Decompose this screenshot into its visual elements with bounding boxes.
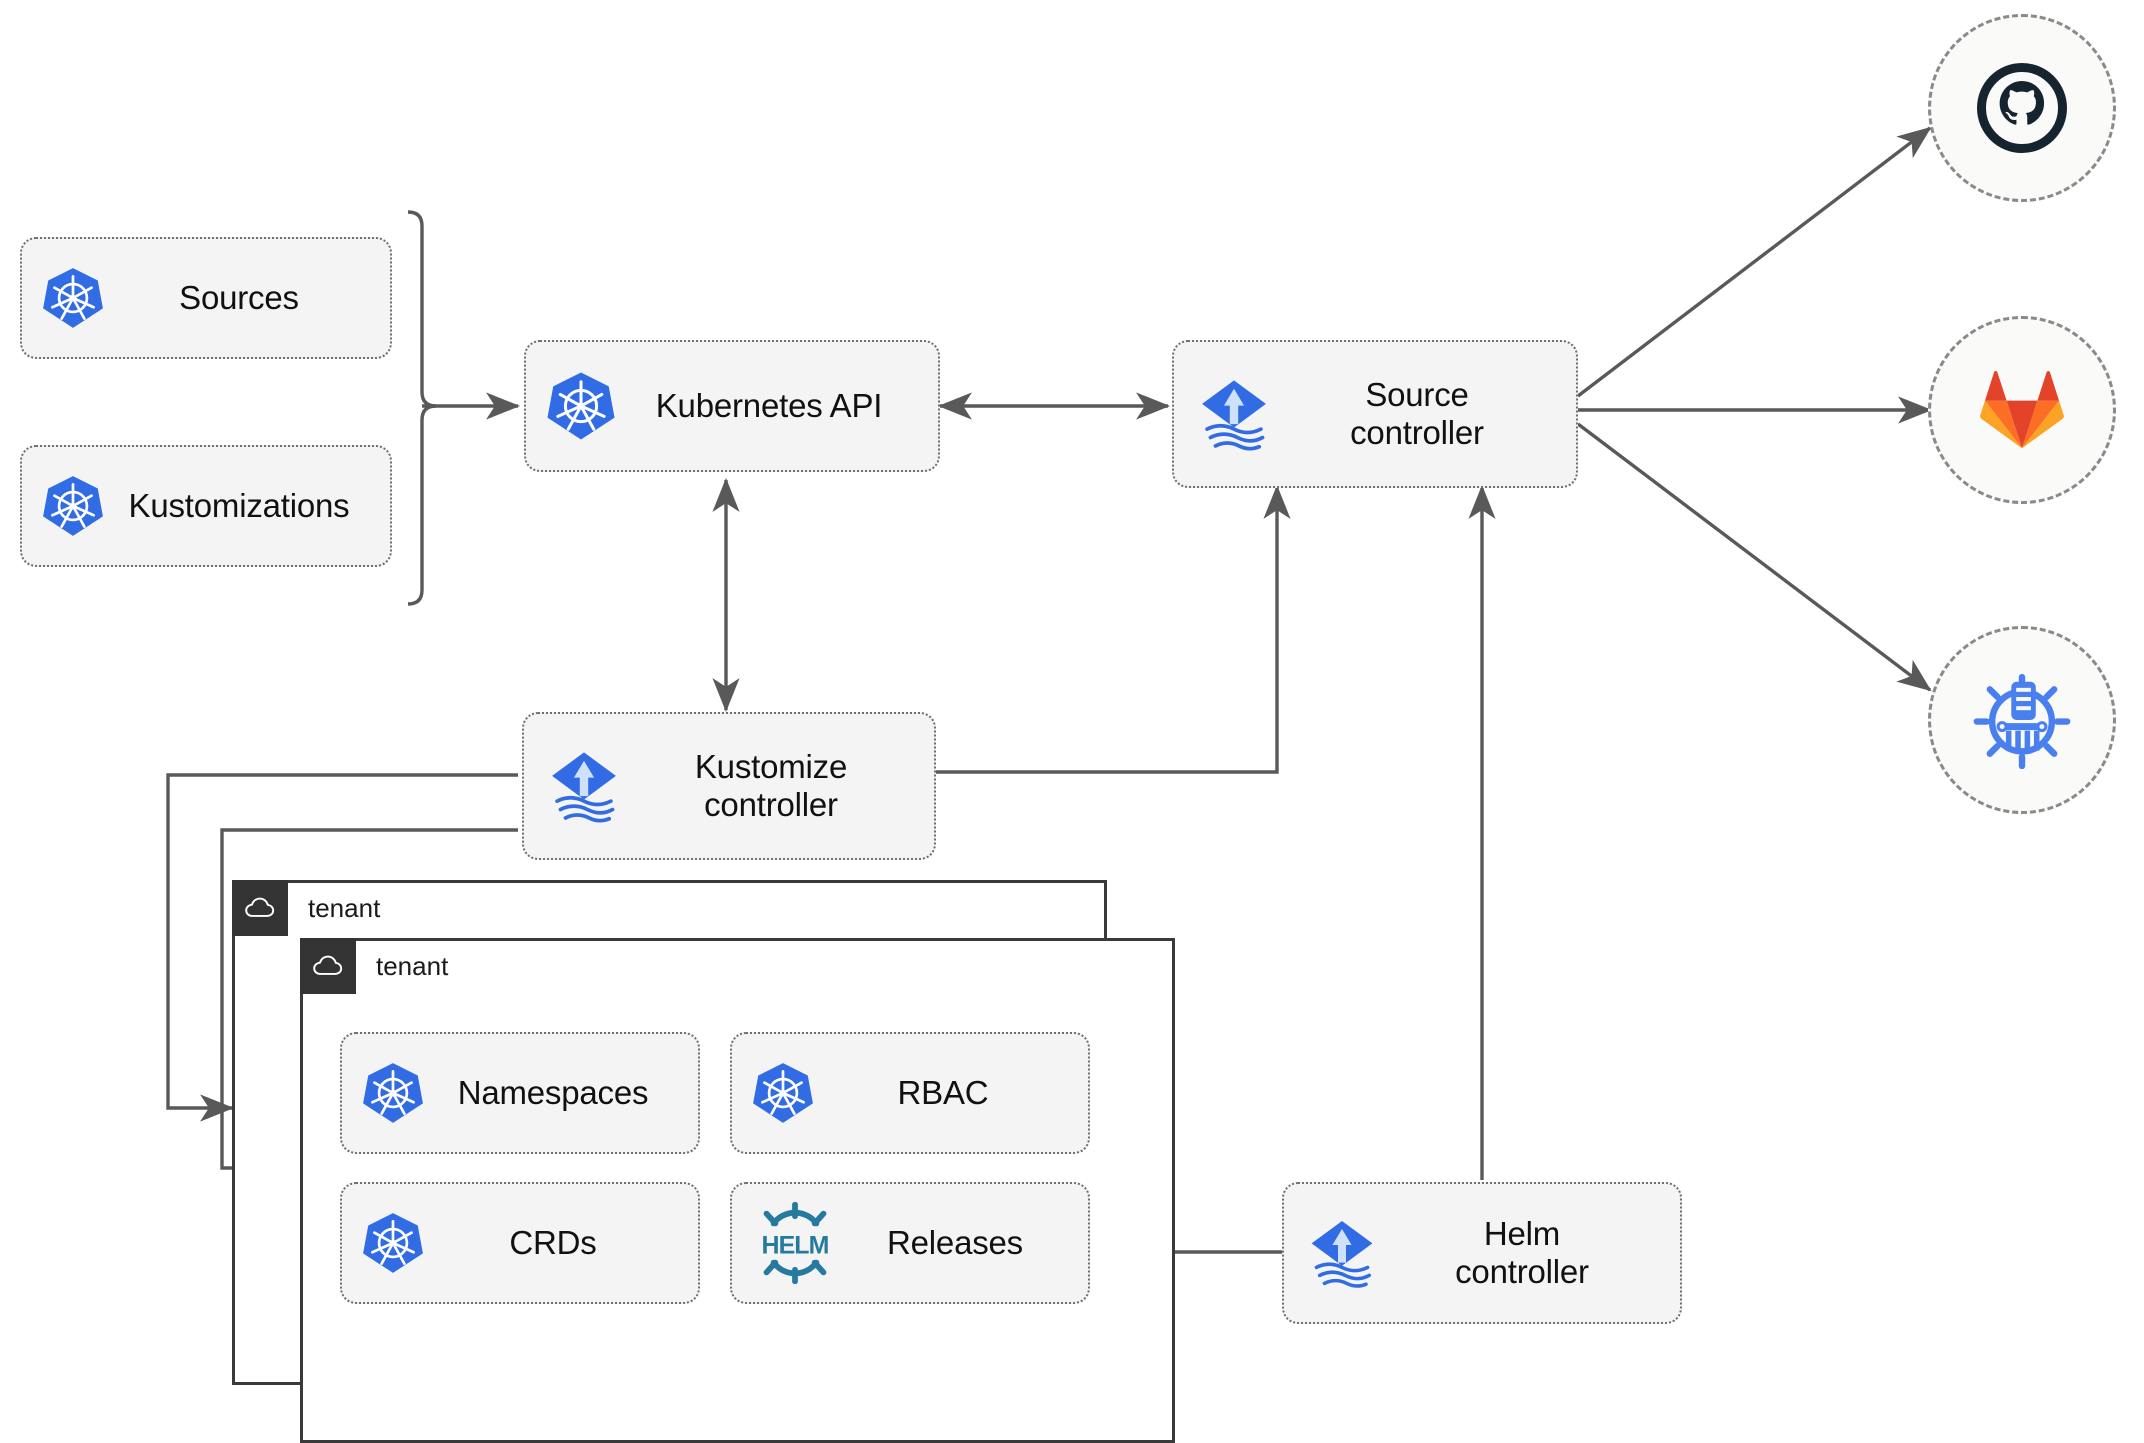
node-crds[interactable]: CRDs [340, 1182, 700, 1304]
node-label: Kustomize controller [694, 747, 848, 823]
edge-kustomize-controller-to-source-controller [936, 484, 1291, 774]
kubernetes-icon [544, 369, 618, 443]
node-label: Helm controller [1455, 1214, 1589, 1290]
node-rbac[interactable]: RBAC [730, 1032, 1090, 1154]
node-kubernetes-api[interactable]: Kubernetes API [524, 340, 940, 472]
kubernetes-icon [40, 473, 106, 539]
node-label: Releases [887, 1223, 1023, 1261]
helm-icon: HELM [750, 1202, 840, 1284]
group-bracket [407, 210, 437, 606]
tenant-header-inner: tenant [300, 938, 448, 994]
kubernetes-icon [360, 1210, 426, 1276]
external-gitlab[interactable] [1928, 316, 2116, 504]
external-github[interactable] [1928, 14, 2116, 202]
node-releases[interactable]: HELM Releases [730, 1182, 1090, 1304]
node-label: RBAC [897, 1073, 989, 1111]
node-helm-controller[interactable]: Helm controller [1282, 1182, 1682, 1324]
edge-source-controller-to-helm-repository [1576, 422, 1932, 692]
node-label: Namespaces [457, 1073, 649, 1111]
node-source-controller[interactable]: Source controller [1172, 340, 1578, 488]
svg-text:HELM: HELM [761, 1232, 828, 1260]
node-label: Kubernetes API [655, 386, 883, 424]
edge-source-controller-to-github [1576, 126, 1932, 398]
gitlab-icon [1975, 363, 2069, 457]
node-label: Source controller [1350, 375, 1484, 451]
node-label: CRDs [509, 1223, 597, 1261]
cloud-icon [232, 880, 288, 936]
node-kustomizations[interactable]: Kustomizations [20, 445, 392, 567]
tenant-label: tenant [376, 950, 449, 981]
tenant-label: tenant [308, 892, 381, 923]
tenant-header-outer: tenant [232, 880, 380, 936]
node-label: Sources [179, 278, 299, 316]
flux-icon [1302, 1213, 1382, 1293]
helm-repository-icon [1973, 671, 2071, 769]
flux-icon [1192, 372, 1276, 456]
node-kustomize-controller[interactable]: Kustomize controller [522, 712, 936, 860]
node-namespaces[interactable]: Namespaces [340, 1032, 700, 1154]
kubernetes-icon [360, 1060, 426, 1126]
cloud-icon [300, 938, 356, 994]
node-sources[interactable]: Sources [20, 237, 392, 359]
flux-icon [542, 744, 626, 828]
github-icon [1974, 60, 2070, 156]
node-label: Kustomizations [128, 486, 350, 524]
kubernetes-icon [40, 265, 106, 331]
kubernetes-icon [750, 1060, 816, 1126]
diagram-canvas: Sources Kustomizations [20, 14, 2116, 1443]
external-helm-repository[interactable] [1928, 626, 2116, 814]
